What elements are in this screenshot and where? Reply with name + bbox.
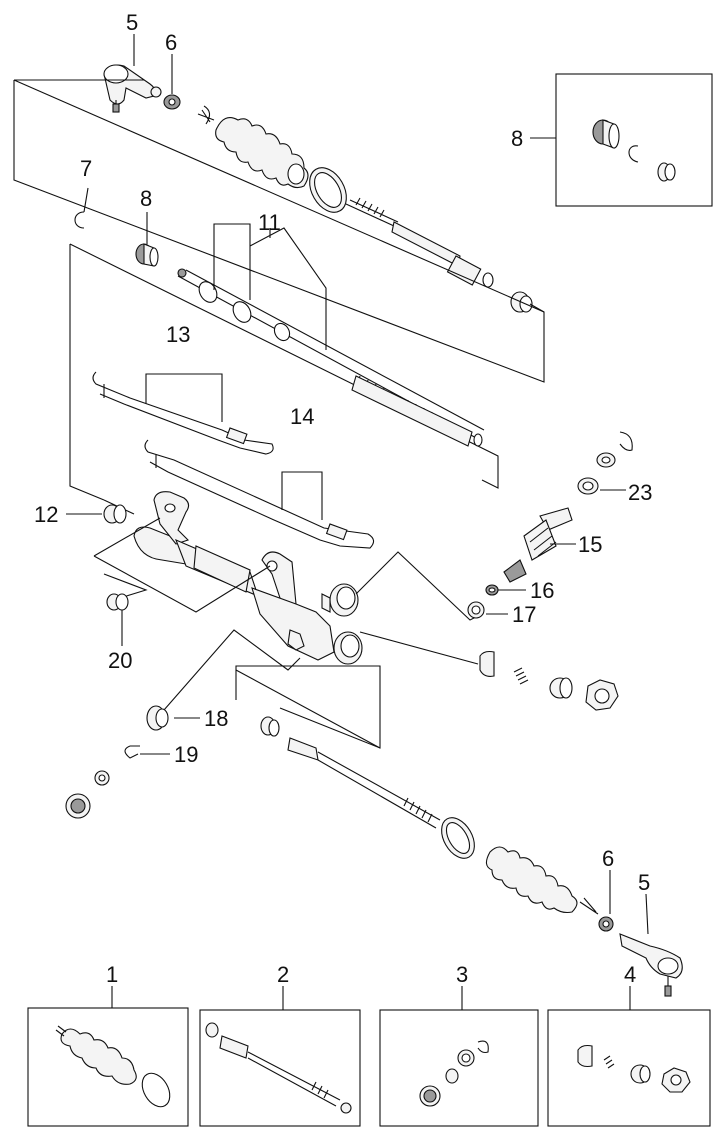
callout-16: 16 (530, 578, 554, 603)
snap-ring-7 (74, 211, 85, 229)
callout-12: 12 (34, 502, 58, 527)
bearing-23 (577, 477, 599, 495)
tie-rod-end-upper (103, 64, 162, 113)
callout-8: 8 (140, 186, 152, 211)
callout-7: 7 (80, 156, 92, 181)
rack-guide-set (479, 650, 619, 711)
callout-19: 19 (174, 742, 198, 767)
tie-rod-shaft-upper (345, 197, 494, 288)
seal-17 (467, 601, 485, 619)
callout-2: 2 (277, 962, 289, 987)
cap-lower-left (65, 793, 91, 819)
pinion-washer (596, 452, 616, 468)
callout-23: 23 (628, 480, 652, 505)
seal-part (657, 162, 676, 182)
pinion-15 (503, 507, 573, 583)
callout-18: 18 (204, 706, 228, 731)
upper-tie-rod-group (103, 64, 533, 313)
seal-16 (485, 584, 499, 596)
callout-15: 15 (578, 532, 602, 557)
snap-ring-top (619, 431, 633, 451)
callout-11: 11 (258, 210, 281, 235)
lower-tie-rod-group (260, 716, 683, 997)
grommet-20 (106, 593, 129, 611)
bushing-18 (146, 705, 169, 731)
seal-lower-left (94, 770, 110, 786)
kit-box-2 (199, 986, 361, 1127)
callout-13: 13 (166, 322, 190, 347)
rack-shaft (177, 268, 485, 447)
callout-5-bottom: 5 (638, 870, 650, 895)
o-ring-c (273, 322, 291, 342)
callout-20: 20 (108, 648, 132, 673)
o-ring-a (198, 281, 218, 303)
callout-3: 3 (456, 962, 468, 987)
callout-5-top: 5 (126, 10, 138, 35)
callout-4: 4 (624, 962, 636, 987)
rack-housing (133, 491, 363, 665)
hose-14 (144, 439, 375, 549)
callout-6-bottom: 6 (602, 846, 614, 871)
rack-group-outline (13, 79, 545, 501)
callout-14: 14 (290, 404, 314, 429)
kit-box-1 (27, 986, 189, 1127)
inset-box-8 (530, 73, 713, 207)
callout-8-inset: 8 (511, 126, 523, 151)
boot-clip-upper (197, 105, 215, 125)
snap-ring-19 (124, 745, 140, 759)
callout-labels: 5 6 8 7 8 11 13 14 23 12 15 16 17 20 18 … (34, 10, 652, 987)
callout-17: 17 (512, 602, 536, 627)
bushing-8 (135, 243, 159, 267)
o-ring-b (232, 301, 252, 323)
bushing-part (592, 119, 620, 149)
hose-13 (92, 371, 274, 455)
boot-bellows-upper (215, 117, 309, 189)
kit-box-3 (379, 986, 539, 1127)
bushing-12 (103, 504, 127, 524)
callout-6-top: 6 (165, 30, 177, 55)
lock-nut-upper (163, 94, 181, 110)
snap-ring-part (628, 145, 639, 163)
kit-box-4 (547, 986, 711, 1127)
callout-1: 1 (106, 962, 118, 987)
